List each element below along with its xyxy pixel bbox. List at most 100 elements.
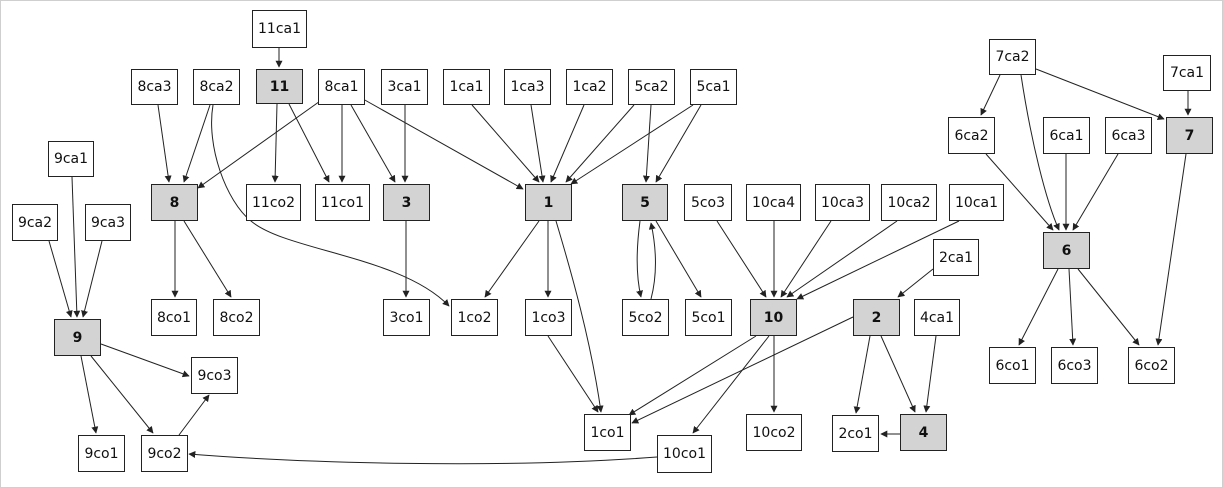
edge-5ca1-5 [655, 104, 702, 183]
edge-9-9co1 [80, 355, 99, 434]
edge-5-5co1 [655, 220, 702, 298]
node-1[interactable]: 1 [525, 184, 572, 221]
edge-10ca2-10 [786, 220, 898, 298]
node-10ca4[interactable]: 10ca4 [746, 184, 801, 221]
node-9[interactable]: 9 [54, 319, 101, 356]
edge-5co3-10 [716, 220, 767, 298]
edge-6-6co2 [1077, 268, 1140, 346]
edge-11-11co2 [271, 103, 279, 183]
edge-6ca3-6 [1072, 153, 1119, 231]
node-6ca1[interactable]: 6ca1 [1043, 117, 1090, 154]
node-3[interactable]: 3 [383, 184, 430, 221]
node-9ca3[interactable]: 9ca3 [85, 204, 131, 241]
edge-5co2-5 [648, 222, 656, 300]
edge-6-6co3 [1068, 268, 1077, 346]
node-11co1[interactable]: 11co1 [315, 184, 370, 221]
node-5co3[interactable]: 5co3 [684, 184, 732, 221]
node-8ca1[interactable]: 8ca1 [318, 69, 365, 105]
edge-8ca1-3 [350, 104, 396, 183]
node-1co3[interactable]: 1co3 [525, 299, 572, 336]
node-1ca3[interactable]: 1ca3 [504, 69, 551, 105]
edge-2-1co1 [631, 316, 854, 424]
node-6co1[interactable]: 6co1 [989, 347, 1036, 384]
node-6co3[interactable]: 6co3 [1051, 347, 1098, 384]
edge-10co1-9co2 [188, 451, 658, 465]
node-7[interactable]: 7 [1166, 117, 1213, 154]
edge-10ca3-10 [780, 220, 832, 298]
node-8ca3[interactable]: 8ca3 [131, 69, 178, 105]
node-9ca2[interactable]: 9ca2 [12, 204, 58, 241]
node-9co3[interactable]: 9co3 [191, 357, 238, 394]
node-10co1[interactable]: 10co1 [657, 435, 712, 473]
node-10ca2[interactable]: 10ca2 [881, 184, 937, 221]
edge-5ca1-1 [570, 104, 694, 185]
edge-1ca3-1 [530, 104, 546, 183]
node-11ca1[interactable]: 11ca1 [252, 10, 307, 48]
node-4[interactable]: 4 [900, 414, 947, 451]
node-3co1[interactable]: 3co1 [383, 299, 430, 336]
edge-7ca2-6 [1020, 74, 1060, 231]
edge-8ca2-8 [182, 104, 211, 183]
node-5co2[interactable]: 5co2 [622, 299, 669, 336]
node-2[interactable]: 2 [853, 299, 900, 336]
node-1ca1[interactable]: 1ca1 [443, 69, 490, 105]
node-6ca3[interactable]: 6ca3 [1105, 117, 1152, 154]
node-8[interactable]: 8 [151, 184, 198, 221]
edge-6ca2-6 [985, 153, 1054, 231]
node-5co1[interactable]: 5co1 [685, 299, 732, 336]
edge-5-5co2 [636, 220, 643, 298]
edge-10-1co1 [628, 335, 757, 416]
edge-7ca2-7 [1035, 68, 1165, 120]
node-8co2[interactable]: 8co2 [213, 299, 260, 336]
node-1ca2[interactable]: 1ca2 [566, 69, 613, 105]
edge-2-2co1 [853, 335, 871, 414]
node-1co1[interactable]: 1co1 [584, 414, 631, 451]
edge-8ca3-8 [157, 104, 172, 183]
node-6[interactable]: 6 [1043, 232, 1090, 269]
node-8ca2[interactable]: 8ca2 [193, 69, 240, 105]
node-7ca2[interactable]: 7ca2 [989, 39, 1036, 75]
edge-9-9co2 [90, 355, 154, 434]
edge-9ca3-9 [81, 240, 103, 318]
edge-4ca1-4 [923, 335, 937, 413]
node-9co2[interactable]: 9co2 [141, 435, 188, 472]
node-2ca1[interactable]: 2ca1 [933, 239, 979, 276]
node-4ca1[interactable]: 4ca1 [914, 299, 960, 336]
edge-1-1co2 [484, 220, 540, 298]
node-10co2[interactable]: 10co2 [746, 414, 802, 451]
node-11co2[interactable]: 11co2 [246, 184, 301, 221]
node-2co1[interactable]: 2co1 [832, 415, 879, 452]
edge-10ca1-10 [796, 220, 960, 300]
edge-7-6co2 [1155, 153, 1187, 346]
node-8co1[interactable]: 8co1 [151, 299, 197, 336]
edge-8ca1-8 [197, 98, 324, 189]
node-1co2[interactable]: 1co2 [451, 299, 498, 336]
edge-9co2-9co3 [178, 394, 210, 436]
edge-1ca1-1 [471, 104, 540, 183]
node-7ca1[interactable]: 7ca1 [1163, 55, 1211, 91]
node-6ca2[interactable]: 6ca2 [948, 117, 995, 154]
edge-9ca1-9 [71, 176, 81, 318]
edge-2ca1-2 [897, 268, 934, 298]
edge-10-10co1 [692, 335, 770, 434]
edge-1-1co1 [555, 220, 604, 413]
node-6co2[interactable]: 6co2 [1128, 347, 1175, 384]
node-5ca1[interactable]: 5ca1 [690, 69, 737, 105]
node-11[interactable]: 11 [256, 69, 303, 104]
edge-1ca2-1 [550, 104, 585, 183]
node-10[interactable]: 10 [750, 299, 797, 336]
node-10ca3[interactable]: 10ca3 [815, 184, 870, 221]
edge-2-4 [880, 335, 916, 413]
edge-9ca2-9 [48, 240, 73, 318]
node-5ca2[interactable]: 5ca2 [628, 69, 675, 105]
edge-7ca2-6ca2 [980, 74, 1001, 116]
edge-5ca2-5 [642, 104, 652, 183]
node-10ca1[interactable]: 10ca1 [949, 184, 1004, 221]
node-3ca1[interactable]: 3ca1 [381, 69, 428, 105]
edge-8ca2-1co2 [211, 104, 450, 307]
node-5[interactable]: 5 [622, 184, 668, 221]
node-9co1[interactable]: 9co1 [78, 435, 125, 472]
node-9ca1[interactable]: 9ca1 [48, 141, 94, 177]
